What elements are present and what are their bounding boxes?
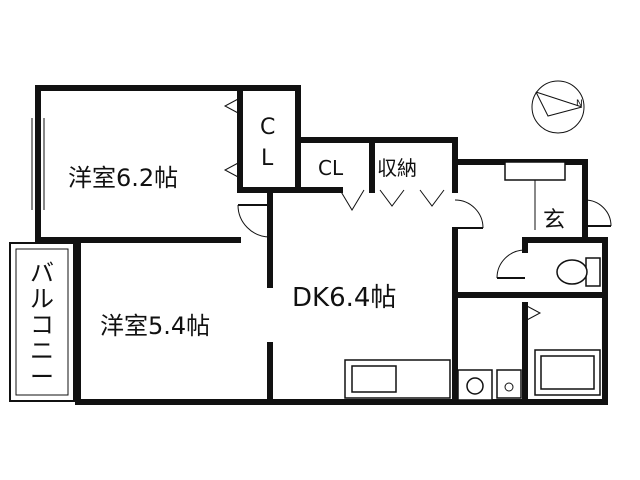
balcony-char: ニ xyxy=(30,337,54,365)
closet-label-top: C xyxy=(260,115,275,140)
room-label-dk: DK6.4帖 xyxy=(292,283,396,313)
shoe-box xyxy=(504,161,566,181)
washbasin-icon xyxy=(457,369,493,401)
balcony-char: ル xyxy=(30,285,54,313)
kitchen-sink-icon xyxy=(344,359,451,399)
window-room1 xyxy=(31,118,45,210)
door-room1 xyxy=(237,204,271,238)
closet-door-marks xyxy=(223,97,542,322)
walls xyxy=(35,85,608,405)
balcony-char: ー xyxy=(30,363,54,391)
door-front xyxy=(584,199,612,227)
toilet-icon xyxy=(556,257,601,287)
room-label-western-1: 洋室6.2帖 xyxy=(68,164,178,192)
balcony-char: コ xyxy=(30,311,54,339)
room-label-western-2: 洋室5.4帖 xyxy=(100,312,210,340)
compass-label: N xyxy=(576,99,583,109)
bathtub-icon xyxy=(534,349,601,396)
north-arrow-icon: N xyxy=(531,80,585,134)
door-entrance xyxy=(454,199,484,229)
washing-machine-icon xyxy=(496,369,522,399)
balcony-label: バ ル コ ニ ー xyxy=(30,259,54,391)
storage-label: 収納 xyxy=(377,156,417,180)
entrance-label: 玄 xyxy=(543,208,565,233)
balcony-char: バ xyxy=(30,259,54,287)
closet-label-bottom: L xyxy=(261,146,274,171)
door-toilet xyxy=(496,249,526,279)
closet-label: CL xyxy=(318,156,344,180)
